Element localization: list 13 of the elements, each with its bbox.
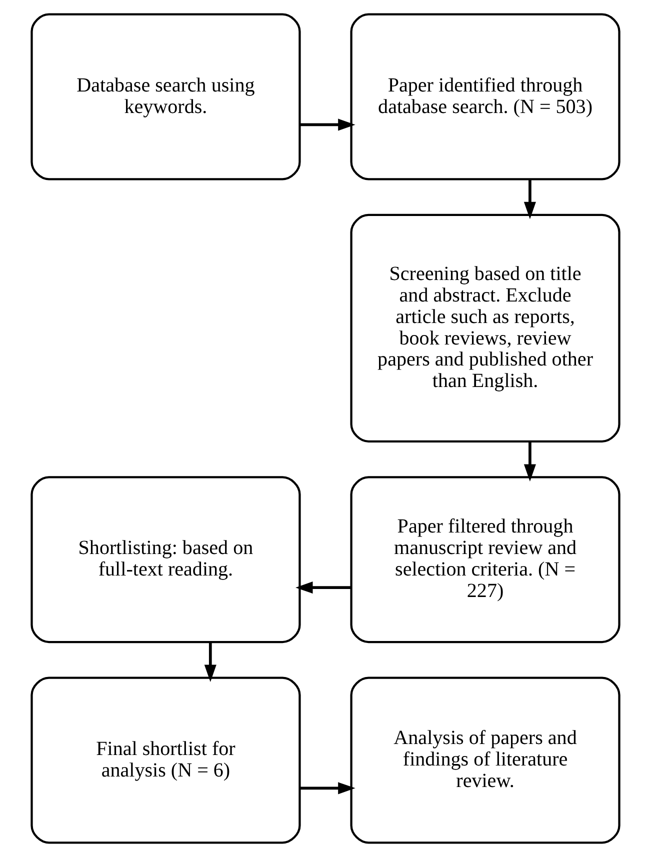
arrow (204, 642, 216, 682)
arrow (296, 582, 351, 594)
arrow (300, 118, 356, 131)
node-box: Final shortlist for analysis (N = 6) (30, 676, 301, 844)
arrow (524, 442, 536, 482)
node-box: Analysis of papers and findings of literature review. (350, 676, 620, 844)
node-box: Paper filtered through manuscript review and selection criteria. (N = 227) (350, 476, 620, 644)
node-box: Paper identified through database search. (N = 503) (350, 13, 620, 180)
arrow (300, 782, 356, 794)
node-box: Database search using keywords. (30, 13, 301, 180)
node-box: Shortlisting: based on full-text reading. (30, 476, 301, 644)
arrow (524, 180, 536, 220)
node-box: Screening based on title and abstract. Exclude article such as reports, book reviews, review papers and published other than English. (350, 214, 620, 442)
